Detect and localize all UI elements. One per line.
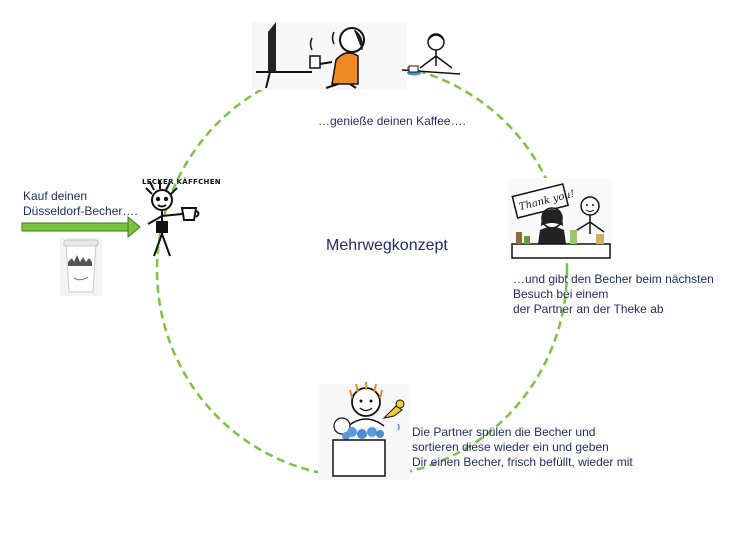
cup-illustration xyxy=(60,238,102,296)
office-illustration xyxy=(252,22,461,90)
step-wash-line-1: Die Partner spülen die Becher und xyxy=(412,425,596,439)
step-wash-label: Die Partner spülen die Becher und sortie… xyxy=(412,425,652,470)
step-return-line-2: Besuch bei einem xyxy=(513,287,609,301)
step-enjoy-label: …genieße deinen Kaffee…. xyxy=(318,114,466,128)
barista-character xyxy=(145,180,200,257)
step-return-line-1: …und gibt den Becher beim nächsten xyxy=(513,272,714,286)
step-wash-line-2: sortieren diese wieder ein und geben xyxy=(412,440,609,454)
step-buy-line-1: Kauf deinen xyxy=(23,189,88,203)
step-wash-line-3: Dir einen Becher, frisch befüllt, wieder… xyxy=(412,455,633,469)
step-buy-line-2: Düsseldorf-Becher…. xyxy=(23,204,138,218)
cycle-circle xyxy=(155,61,569,479)
step-return-label: …und gibt den Becher beim nächsten Besuc… xyxy=(513,272,728,317)
step-buy-label: Kauf deinen Düsseldorf-Becher…. xyxy=(23,189,153,219)
diagram-title: Mehrwegkonzept xyxy=(326,237,448,254)
step-return-line-3: der Partner an der Theke ab xyxy=(513,302,664,316)
washing-illustration xyxy=(318,382,410,480)
entry-arrow xyxy=(21,215,141,239)
character-sign: LECKER KÄFFCHEN xyxy=(142,178,221,186)
counter-illustration: Thank you! xyxy=(508,178,612,260)
